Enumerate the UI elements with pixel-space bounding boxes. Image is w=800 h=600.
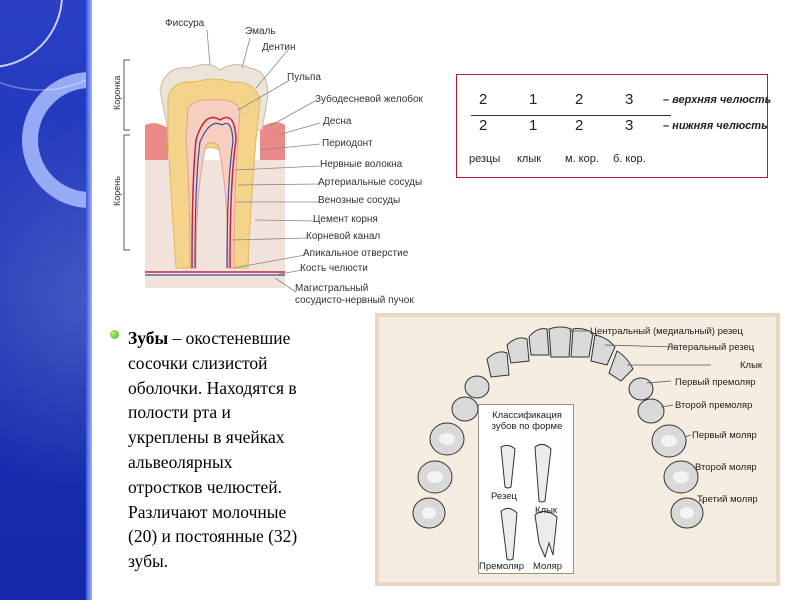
formula-lower-note: – нижняя челюсть [663, 120, 768, 132]
canine-shape [534, 443, 552, 503]
bullet-icon [110, 330, 119, 339]
band-edge [86, 0, 92, 600]
formula-lower-canine: 1 [529, 117, 538, 134]
classification-title-line2: зубов по форме [491, 421, 563, 432]
molar-shape [534, 511, 558, 559]
tooth-cross-section-illustration [123, 29, 321, 293]
label-nerve-fibers: Нервные волокна [320, 159, 403, 170]
label-main-bundle-line2: сосудисто-нервный пучок [295, 295, 414, 306]
body-paragraph: Зубы – окостеневшие сосочки слизистой об… [128, 326, 350, 574]
body-line-8: Различают молочные [128, 501, 287, 522]
left-decorative-band [0, 0, 92, 600]
label-gum: Десна [323, 116, 352, 127]
body-line-7: отростков челюстей. [128, 476, 283, 497]
formula-upper-canine: 1 [529, 91, 538, 108]
formula-upper-molars: 3 [625, 91, 634, 108]
classification-inset: Классификация зубов по форме Резец Клык … [478, 404, 574, 574]
body-line-4: полости рта и [128, 402, 231, 423]
jaw-label-second-premolar: Второй премоляр [675, 400, 753, 411]
formula-col-big-molars: б. кор. [613, 153, 646, 165]
label-venous-vessels: Венозные сосуды [318, 195, 401, 206]
label-root-canal: Корневой канал [306, 231, 381, 242]
root-side-label: Корень [112, 176, 122, 206]
label-gingival-groove: Зубодесневой желобок [315, 94, 423, 105]
jaw-label-second-molar: Второй моляр [695, 462, 757, 473]
label-main-bundle-line1: Магистральный [295, 283, 369, 294]
formula-col-canine: клык [517, 153, 542, 165]
classification-title: Классификация зубов по форме [479, 410, 575, 432]
label-enamel: Эмаль [245, 26, 276, 37]
formula-upper-premolars: 2 [575, 91, 584, 108]
jaw-label-first-molar: Первый моляр [692, 430, 757, 441]
classification-title-line1: Классификация [492, 410, 562, 421]
body-line-9: (20) и постоянные (32) [128, 526, 298, 547]
jaw-label-central-incisor: Центральный (медиальный) резец [590, 326, 743, 337]
body-line-1: – окостеневшие [168, 328, 291, 348]
label-fissure: Фиссура [165, 18, 205, 29]
label-apical-opening: Апикальное отверстие [303, 248, 409, 259]
jaw-label-third-molar: Третий моляр [697, 494, 758, 505]
jaw-label-lateral-incisor: Латеральный резец [667, 342, 755, 353]
formula-lower-premolars: 2 [575, 117, 584, 134]
formula-col-small-molars: м. кор. [565, 153, 599, 165]
label-root-cement: Цемент корня [313, 214, 378, 225]
body-line-3: оболочки. Находятся в [128, 377, 297, 398]
label-dentin: Дентин [262, 42, 296, 53]
body-line-10: зубы. [128, 551, 169, 572]
formula-upper-incisors: 2 [479, 91, 488, 108]
crown-side-label: Коронка [112, 75, 122, 110]
label-jaw-bone: Кость челюсти [300, 263, 368, 274]
classification-premolar-label: Премоляр [479, 561, 524, 572]
premolar-shape [500, 507, 518, 561]
body-line-2: сосочки слизистой [128, 352, 268, 373]
formula-lower-incisors: 2 [479, 117, 488, 134]
label-pulp: Пульпа [287, 72, 321, 83]
classification-teeth-drawings [500, 443, 558, 561]
classification-molar-label: Моляр [533, 561, 563, 572]
body-line-5: укреплены в ячейках [128, 427, 285, 448]
dental-formula-box: 2 1 2 3 – верхняя челюсть 2 1 2 3 – нижн… [456, 74, 772, 178]
formula-fraction-line [471, 115, 671, 116]
formula-upper-note: – верхняя челюсть [663, 94, 772, 106]
body-text-block: Зубы – окостеневшие сосочки слизистой об… [110, 326, 350, 574]
classification-incisor-label: Резец [491, 491, 517, 502]
jaw-label-canine: Клык [740, 360, 763, 371]
classification-canine-label: Клык [535, 505, 558, 516]
incisor-shape [500, 444, 516, 489]
body-line-6: альвеолярных [128, 451, 233, 472]
jaw-arch-illustration [412, 326, 711, 529]
band-circles-decoration [0, 0, 92, 208]
label-arterial-vessels: Артериальные сосуды [318, 177, 423, 188]
formula-col-incisors: резцы [469, 153, 501, 165]
formula-lower-molars: 3 [625, 117, 634, 134]
label-periodont: Периодонт [322, 138, 373, 149]
body-term: Зубы [128, 328, 169, 348]
jaw-label-first-premolar: Первый премоляр [675, 377, 756, 388]
